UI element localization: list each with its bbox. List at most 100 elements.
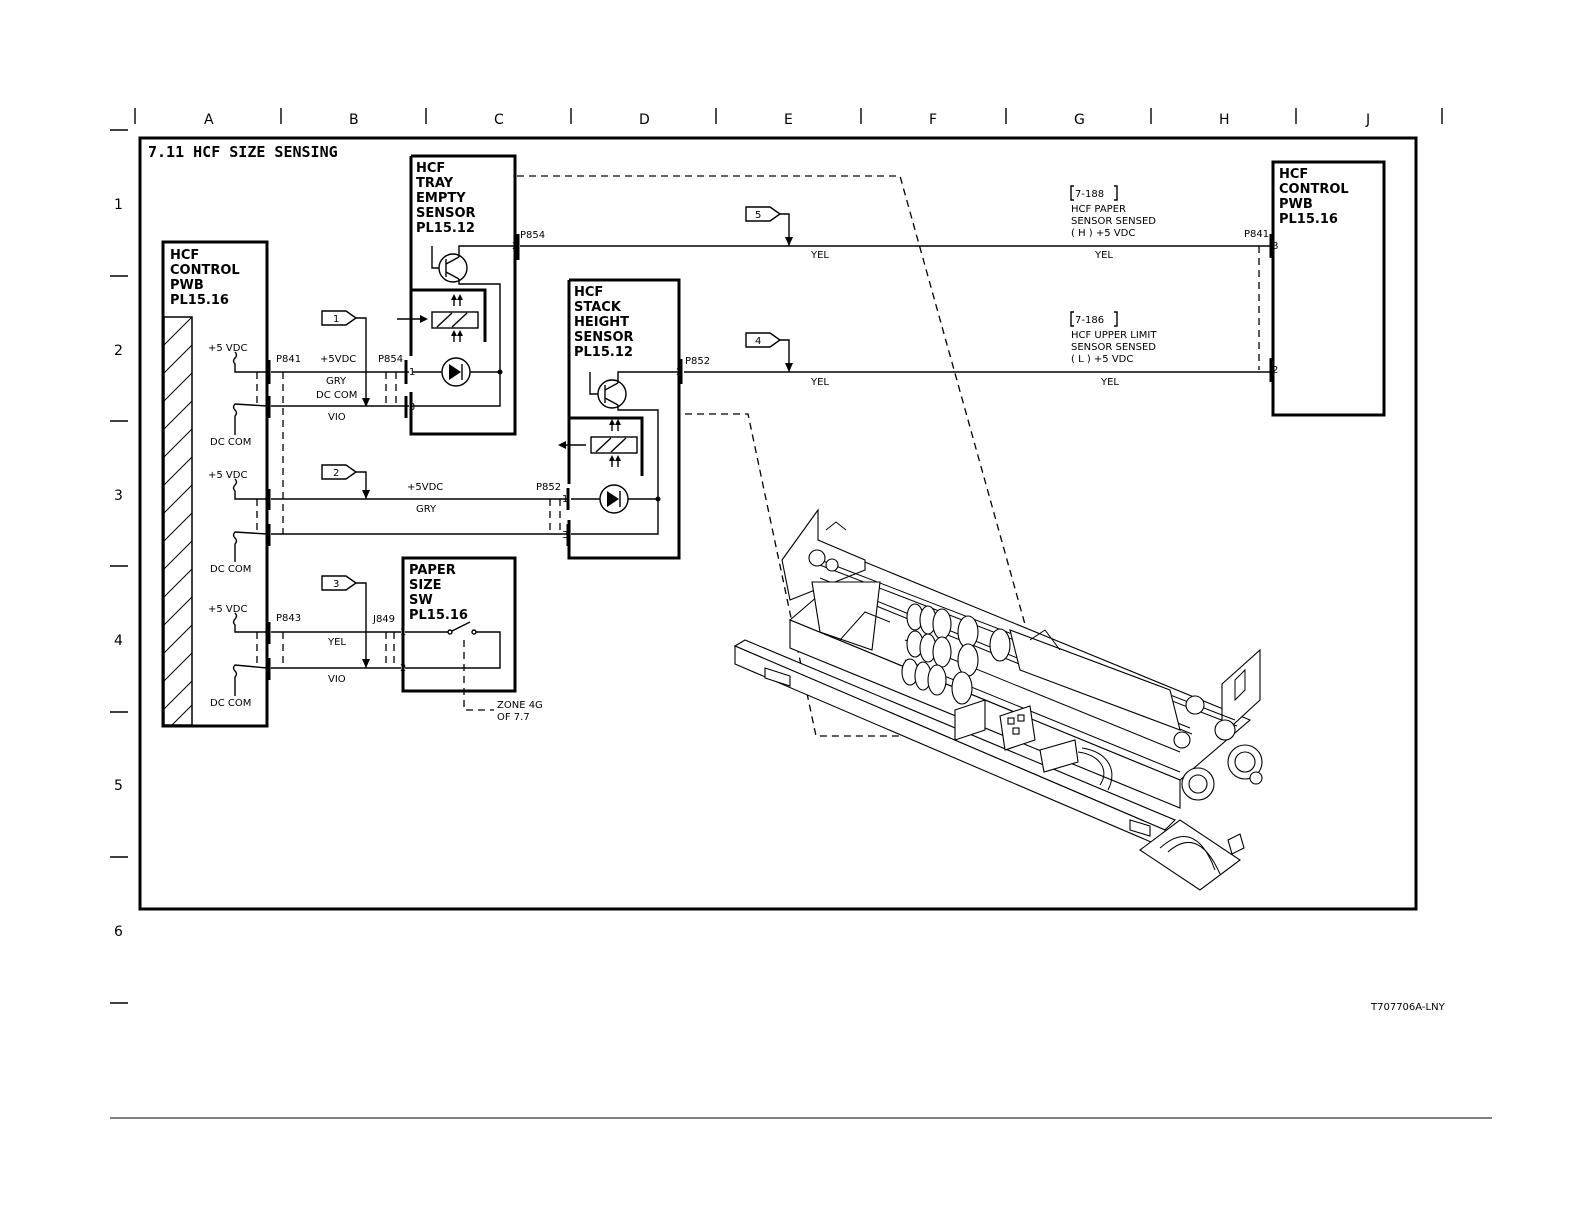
test-point-4: 4 <box>745 332 793 372</box>
stack-sensor-line-5: PL15.12 <box>574 345 633 360</box>
wire-group-2: +5VDC GRY P852 1 3 <box>256 482 570 546</box>
pin-l9: 9 <box>265 402 271 413</box>
signal-upper-line-3: ( L ) +5 VDC <box>1071 354 1133 365</box>
wire1-vdc: +5VDC <box>320 354 356 365</box>
signal2-color-a: YEL <box>810 377 829 388</box>
tray-sensor-line-2: TRAY <box>416 176 454 191</box>
zone-rows: 1 2 3 4 5 6 <box>110 129 128 1004</box>
signal2-color-b: YEL <box>1100 377 1119 388</box>
stack-sensor-line-3: HEIGHT <box>574 315 629 330</box>
com-label-1: DC COM <box>210 437 251 448</box>
stack-sensor-line-2: STACK <box>574 300 622 315</box>
wire1-color: GRY <box>326 376 347 387</box>
test-point-1: 1 <box>321 310 370 407</box>
wire2-color: GRY <box>416 504 437 515</box>
wire-group-1: +5VDC GRY DC COM VIO P854 1 3 <box>256 354 415 534</box>
connector-p852-right: P852 <box>685 356 710 367</box>
connector-p852-mid: P852 <box>536 482 561 493</box>
pin-t1: 1 <box>409 367 415 378</box>
wire-group-3: YEL VIO J849 <box>256 614 401 685</box>
connector-p854-left: P854 <box>378 354 403 365</box>
zone-row-1: 1 <box>114 197 123 213</box>
wire1-com: DC COM <box>316 390 357 401</box>
zone-col-d: D <box>639 112 650 128</box>
tray-sensor-line-4: SENSOR <box>416 206 476 221</box>
connector-p843: P843 <box>276 613 301 624</box>
pwb-right-line-4: PL15.16 <box>1279 212 1338 227</box>
zone-col-f: F <box>929 112 937 128</box>
pin-s2: 2 <box>676 367 682 378</box>
pin-w2: 2 <box>400 663 406 674</box>
figure-id: T707706A-LNY <box>1370 1002 1446 1013</box>
zone-row-4: 4 <box>114 633 123 649</box>
hcf-mechanism-illustration <box>733 508 1263 891</box>
stack-height-sensor: HCF STACK HEIGHT SENSOR PL15.12 <box>558 278 681 560</box>
pwb-left-line-1: HCF <box>170 248 199 263</box>
pin-r2: 2 <box>1272 365 1278 376</box>
pin-l6: 6 <box>265 663 271 674</box>
test-point-2: 2 <box>321 464 370 499</box>
signal-paper-line-3: ( H ) +5 VDC <box>1071 228 1135 239</box>
com-label-3: DC COM <box>210 698 251 709</box>
connector-p841-left: P841 <box>276 354 301 365</box>
wire3-color: YEL <box>327 637 346 648</box>
test-point-5-label: 5 <box>755 210 761 221</box>
stack-sensor-line-1: HCF <box>574 285 603 300</box>
vdc-label-2: +5 VDC <box>208 470 247 481</box>
diagram-frame <box>138 136 1418 911</box>
signal-upper-line-2: SENSOR SENSED <box>1071 342 1156 353</box>
signal1-color-a: YEL <box>810 250 829 261</box>
vdc-label-1: +5 VDC <box>208 343 247 354</box>
pin-t2: 2 <box>512 241 518 252</box>
signal1-color-b: YEL <box>1094 250 1113 261</box>
zone-col-h: H <box>1219 112 1230 128</box>
pin-l1: 1 <box>265 494 271 505</box>
tray-sensor-line-1: HCF <box>416 161 445 176</box>
zone-col-g: G <box>1074 112 1085 128</box>
zone-row-2: 2 <box>114 343 123 359</box>
zone-col-e: E <box>784 112 793 128</box>
leader-lines <box>517 175 1061 751</box>
signal-upper-line-1: HCF UPPER LIMIT <box>1071 330 1157 341</box>
test-point-5: 5 <box>745 206 793 246</box>
wire2-vdc: +5VDC <box>407 482 443 493</box>
zone-row-5: 5 <box>114 778 123 794</box>
zone-row-3: 3 <box>114 488 123 504</box>
zone-note-line-2: OF 7.7 <box>497 712 530 723</box>
connector-p841-right: P841 <box>1244 229 1269 240</box>
pwb-left-line-4: PL15.16 <box>170 293 229 308</box>
pin-l3: 3 <box>265 530 271 541</box>
control-pwb-right: HCF CONTROL PWB PL15.16 P841 8 2 <box>1244 160 1386 417</box>
tray-sensor-line-5: PL15.12 <box>416 221 475 236</box>
test-point-4-label: 4 <box>755 336 761 347</box>
zone-col-c: C <box>494 112 504 128</box>
tray-sensor-line-3: EMPTY <box>416 191 466 206</box>
switch-line-1: PAPER <box>409 563 456 578</box>
test-point-3-label: 3 <box>333 579 339 590</box>
signal-paper-sensed: 7-188 HCF PAPER SENSOR SENSED ( H ) +5 V… <box>1070 185 1156 239</box>
pin-l7: 7 <box>265 367 271 378</box>
stack-sensor-line-4: SENSOR <box>574 330 634 345</box>
zone-col-a: A <box>204 112 214 128</box>
tray-empty-sensor: HCF TRAY EMPTY SENSOR PL15.12 <box>397 154 517 436</box>
switch-line-3: SW <box>409 593 433 608</box>
wire1-com-color: VIO <box>328 412 346 423</box>
signal-paper-line-1: HCF PAPER <box>1071 204 1126 215</box>
pin-w1: 1 <box>400 627 406 638</box>
switch-line-4: PL15.16 <box>409 608 468 623</box>
pwb-left-line-3: PWB <box>170 278 204 293</box>
pin-s1: 1 <box>562 494 568 505</box>
test-point-2-label: 2 <box>333 468 339 479</box>
switch-line-2: SIZE <box>409 578 442 593</box>
zone-col-j: J <box>1365 112 1370 128</box>
signal-upper-limit: 7-186 HCF UPPER LIMIT SENSOR SENSED ( L … <box>1070 311 1157 365</box>
zone-row-6: 6 <box>114 924 123 940</box>
signal-upper-ref: 7-186 <box>1075 315 1104 326</box>
zone-note: ZONE 4G OF 7.7 <box>463 640 543 723</box>
pwb-right-line-1: HCF <box>1279 167 1308 182</box>
test-point-3: 3 <box>321 575 370 668</box>
signal-paper-ref: 7-188 <box>1075 189 1104 200</box>
pwb-left-line-2: CONTROL <box>170 263 240 278</box>
connector-p854-top: P854 <box>520 230 545 241</box>
